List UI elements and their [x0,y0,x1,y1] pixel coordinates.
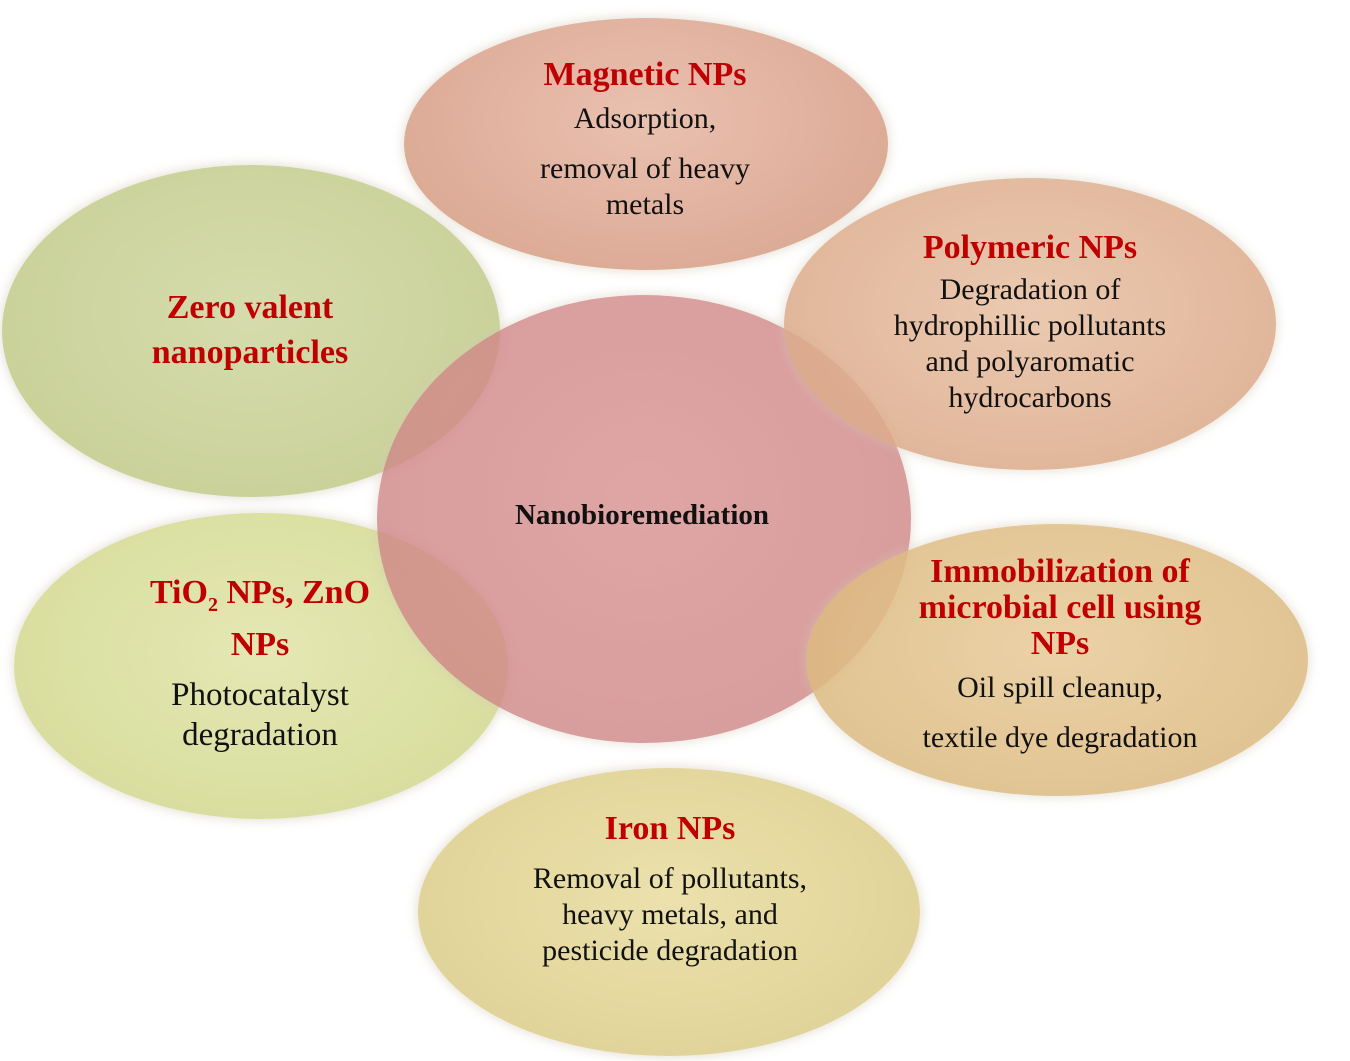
polymeric-ellipse [784,178,1276,470]
magnetic-title: Magnetic NPs [543,56,747,93]
polymeric-desc-line2: hydrophillic pollutants [893,308,1167,342]
magnetic-node: Magnetic NPs Adsorption, removal of heav… [430,40,860,240]
iron-desc-line1: Removal of pollutants, [532,862,808,895]
polymeric-desc-line1: Degradation of [939,272,1121,306]
polymeric-node: Polymeric NPs Degradation of hydrophilli… [810,215,1250,430]
tio2-title-prefix: TiO [149,574,208,612]
tio2-desc-line2: degradation [182,716,338,753]
polymeric-desc-line4: hydrocarbons [948,380,1112,414]
tio2-title-line1: TiO2 NPs, ZnO [150,575,370,623]
immobilization-ellipse [806,524,1308,796]
immobilization-desc-line1: Oil spill cleanup, [957,671,1163,704]
tio2-node: TiO2 NPs, ZnO NPs Photocatalyst degradat… [60,565,460,765]
zero-valent-title-line2: nanoparticles [151,334,349,371]
magnetic-ellipse [404,18,888,270]
magnetic-desc-line3: metals [605,188,685,221]
tio2-title-line2: NPs [230,625,290,663]
iron-desc-line3: pesticide degradation [542,934,798,967]
iron-title: Iron NPs [604,810,736,847]
immobilization-desc-line2: textile dye degradation [922,721,1198,754]
polymeric-desc-line3: and polyaromatic [925,344,1135,378]
tio2-title-suffix: NPs, ZnO [217,574,371,612]
zero-valent-node: Zero valent nanoparticles [40,270,460,390]
tio2-desc-line1: Photocatalyst [171,676,349,713]
magnetic-desc-line1: Adsorption, [573,102,717,135]
iron-desc-line2: heavy metals, and [562,898,778,931]
immobilization-title-line1: Immobilization of [930,553,1190,590]
zero-valent-title-line1: Zero valent [166,289,334,326]
iron-ellipse [418,768,920,1056]
center-label: Nanobioremediation [514,498,770,531]
tio2-title-sub: 2 [207,593,218,616]
immobilization-node: Immobilization of microbial cell using N… [840,545,1280,765]
immobilization-title-line3: NPs [1030,625,1090,662]
center-node: Nanobioremediation [440,490,844,540]
polymeric-title-text: Polymeric NPs [922,228,1138,266]
iron-node: Iron NPs Removal of pollutants, heavy me… [450,800,890,980]
magnetic-desc-line2: removal of heavy [540,152,750,185]
polymeric-title: Polymeric NPs [922,228,1138,266]
immobilization-title-line2: microbial cell using [918,589,1202,626]
